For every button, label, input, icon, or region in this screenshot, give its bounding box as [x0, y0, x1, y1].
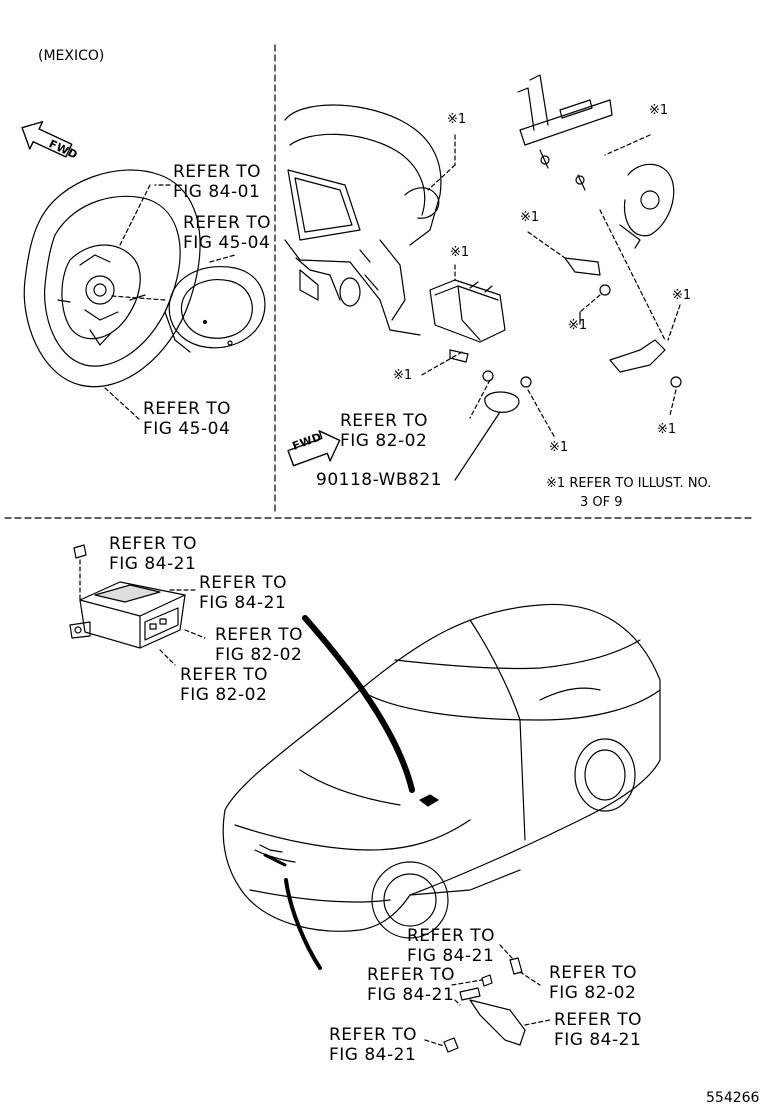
- callout-sensor-84-21-b: REFER TO FIG 84-21: [367, 965, 455, 1005]
- note-block: ※1 REFER TO ILLUST. NO.: [546, 476, 711, 492]
- ref-mark-bracket: ※1: [520, 210, 540, 225]
- note-line2-block: 3 OF 9: [580, 495, 623, 510]
- callout-line1: REFER TO: [329, 1025, 418, 1045]
- ref-mark-clip: ※1: [568, 318, 588, 333]
- callout-line1: REFER TO: [183, 213, 272, 233]
- ref-mark-module: ※1: [450, 245, 470, 260]
- car-drawing: [222, 603, 661, 939]
- callout-ecu-84-21-b: REFER TO FIG 84-21: [199, 573, 287, 613]
- callout-sensor-82-02: REFER TO FIG 82-02: [549, 963, 637, 1003]
- steering-wheel-drawing: [23, 169, 266, 421]
- callout-line1: REFER TO: [180, 665, 269, 685]
- callout-line1: REFER TO: [407, 926, 496, 946]
- callout-line2: FIG 84-01: [173, 182, 261, 202]
- ref-mark-dash: ※1: [447, 112, 467, 127]
- callout-dash-82-02: REFER TO FIG 82-02: [340, 411, 428, 451]
- region-label: (MEXICO): [38, 48, 105, 64]
- fwd-arrow-mid: [287, 430, 341, 467]
- callout-line2: FIG 84-21: [329, 1045, 417, 1065]
- ref-mark-nut: ※1: [657, 422, 677, 437]
- callout-line2: FIG 84-21: [367, 985, 455, 1005]
- callout-steer-84-01: REFER TO FIG 84-01: [173, 162, 261, 202]
- callout-line1: REFER TO: [367, 965, 456, 985]
- callout-sensor-84-21-a: REFER TO FIG 84-21: [407, 926, 495, 966]
- column-bracket-drawing: [517, 74, 682, 416]
- callout-line2: FIG 84-21: [109, 554, 197, 574]
- callout-steer-45-04-b: REFER TO FIG 45-04: [143, 399, 231, 439]
- callout-line2: FIG 84-21: [554, 1030, 642, 1050]
- dashboard-drawing: [284, 104, 556, 481]
- ref-mark-stay: ※1: [672, 288, 692, 303]
- front-sensor-drawing: [424, 944, 551, 1053]
- callout-line2: FIG 82-02: [549, 983, 637, 1003]
- part-number-label: 90118-WB821: [316, 470, 442, 490]
- callout-ecu-82-02-a: REFER TO FIG 82-02: [215, 625, 303, 665]
- callout-line1: REFER TO: [199, 573, 288, 593]
- ecu-location-pointer: [302, 615, 415, 793]
- callout-line1: REFER TO: [340, 411, 429, 431]
- callout-line1: REFER TO: [173, 162, 262, 182]
- callout-line2: FIG 45-04: [143, 419, 231, 439]
- callout-steer-45-04-a: REFER TO FIG 45-04: [183, 213, 271, 253]
- callout-ecu-82-02-b: REFER TO FIG 82-02: [180, 665, 268, 705]
- callout-line1: REFER TO: [109, 534, 198, 554]
- callout-line1: REFER TO: [549, 963, 638, 983]
- callout-sensor-84-21-d: REFER TO FIG 84-21: [329, 1025, 417, 1065]
- callout-line2: FIG 45-04: [183, 233, 271, 253]
- ref-mark-lower: ※1: [549, 440, 569, 455]
- callout-line1: REFER TO: [143, 399, 232, 419]
- ref-mark-bolt: ※1: [393, 368, 413, 383]
- callout-line2: FIG 82-02: [180, 685, 268, 705]
- note-line1: REFER TO ILLUST. NO.: [569, 476, 712, 491]
- callout-line2: FIG 82-02: [340, 431, 428, 451]
- callout-line1: REFER TO: [554, 1010, 643, 1030]
- ref-mark-column: ※1: [649, 103, 669, 118]
- callout-line1: REFER TO: [215, 625, 304, 645]
- callout-sensor-84-21-c: REFER TO FIG 84-21: [554, 1010, 642, 1050]
- airbag-ecu-drawing: [69, 544, 206, 666]
- callout-line2: FIG 84-21: [407, 946, 495, 966]
- illustration-id: 554266: [706, 1090, 760, 1106]
- callout-line2: FIG 82-02: [215, 645, 303, 665]
- callout-line2: FIG 84-21: [199, 593, 287, 613]
- fwd-arrow-top: [21, 121, 73, 158]
- callout-ecu-84-21-a: REFER TO FIG 84-21: [109, 534, 197, 574]
- note-marker: ※1: [546, 476, 566, 491]
